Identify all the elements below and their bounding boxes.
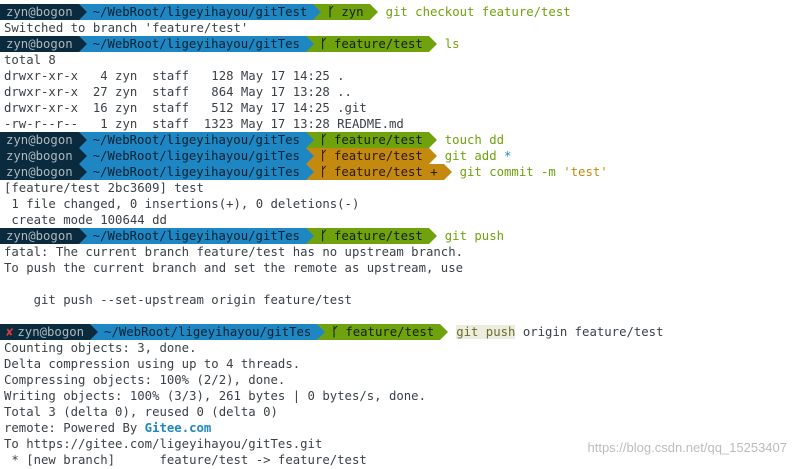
output-line: Total 3 (delta 0), reused 0 (delta 0) [4,405,278,419]
output-line: total 8 [4,53,56,67]
prompt-path: ~/WebRoot/ligeyihayou/gitTes [86,36,306,52]
prompt-user: zyn@bogon [0,164,79,180]
prompt-line: zyn@bogon ~/WebRoot/ligeyihayou/gitTes ᚴ… [0,164,608,180]
output-line: Compressing objects: 100% (2/2), done. [4,373,286,387]
prompt-path: ~/WebRoot/ligeyihayou/gitTes [86,132,306,148]
git-branch-icon: ᚴ [327,5,335,19]
prompt-path: ~/WebRoot/ligeyihayou/gitTes [86,228,306,244]
git-branch-icon: ᚴ [319,165,328,179]
dirty-indicator: + [430,165,438,179]
output-line: Delta compression using up to 4 threads. [4,357,301,371]
prompt-line: zyn@bogon ~/WebRoot/ligeyihayou/gitTes ᚴ… [0,228,504,244]
prompt-user: ✘zyn@bogon [0,324,91,340]
output-line: remote: Powered By Gitee.com [4,421,212,435]
command-text: git commit -m 'test' [459,165,608,179]
prompt-path: ~/WebRoot/ligeyihayou/gitTest [86,4,314,20]
output-line: drwxr-xr-x 27 zyn staff 864 May 17 13:28… [4,85,352,99]
command-text: ls [444,37,460,51]
git-branch-icon: ᚴ [319,133,328,147]
output-line: create mode 100644 dd [4,213,167,227]
watermark: https://blog.csdn.net/qq_15253407 [587,440,788,455]
gitee-brand: Gitee.com [144,421,212,435]
prompt-user: zyn@bogon [0,148,79,164]
prompt-line: zyn@bogon ~/WebRoot/ligeyihayou/gitTes ᚴ… [0,148,511,164]
prompt-user: zyn@bogon [0,228,79,244]
command-text: git add * [444,149,512,163]
command-text: touch dd [444,133,505,147]
prompt-user: zyn@bogon [0,132,79,148]
git-branch-icon: ᚴ [319,37,328,51]
output-line: 1 file changed, 0 insertions(+), 0 delet… [4,197,360,211]
prompt-path: ~/WebRoot/ligeyihayou/gitTes [98,324,318,340]
output-line: Counting objects: 3, done. [4,341,197,355]
output-line: drwxr-xr-x 4 zyn staff 128 May 17 14:25 … [4,69,345,83]
output-line: git push --set-upstream origin feature/t… [4,293,352,307]
prompt-user: zyn@bogon [0,4,79,20]
error-x-icon: ✘ [6,325,14,339]
command-text: git checkout feature/test [385,5,571,19]
git-branch-icon: ᚴ [319,229,328,243]
prompt-line: ✘zyn@bogon ~/WebRoot/ligeyihayou/gitTes … [0,324,664,340]
output-line: Writing objects: 100% (3/3), 261 bytes |… [4,389,426,403]
output-line: -rw-r--r-- 1 zyn staff 1323 May 17 13:28… [4,117,404,131]
prompt-line: zyn@bogon ~/WebRoot/ligeyihayou/gitTes ᚴ… [0,132,504,148]
output-line: Switched to branch 'feature/test' [4,21,249,35]
output-line: * [new branch] feature/test -> feature/t… [4,453,367,467]
output-line: fatal: The current branch feature/test h… [4,245,464,259]
command-text: git push [444,229,505,243]
prompt-path: ~/WebRoot/ligeyihayou/gitTes [86,164,306,180]
output-line: To https://gitee.com/ligeyihayou/gitTes.… [4,437,323,451]
output-line: drwxr-xr-x 16 zyn staff 512 May 17 14:25… [4,101,367,115]
prompt-user: zyn@bogon [0,36,79,52]
prompt-path: ~/WebRoot/ligeyihayou/gitTes [86,148,306,164]
git-branch-icon: ᚴ [319,149,328,163]
output-line: [feature/test 2bc3609] test [4,181,204,195]
prompt-line: zyn@bogon ~/WebRoot/ligeyihayou/gitTest … [0,4,571,20]
git-branch-icon: ᚴ [331,325,339,339]
command-text: git push origin feature/test [456,325,664,339]
prompt-line: zyn@bogon ~/WebRoot/ligeyihayou/gitTes ᚴ… [0,36,460,52]
command-highlight: git push [456,325,516,339]
output-line: To push the current branch and set the r… [4,261,464,275]
